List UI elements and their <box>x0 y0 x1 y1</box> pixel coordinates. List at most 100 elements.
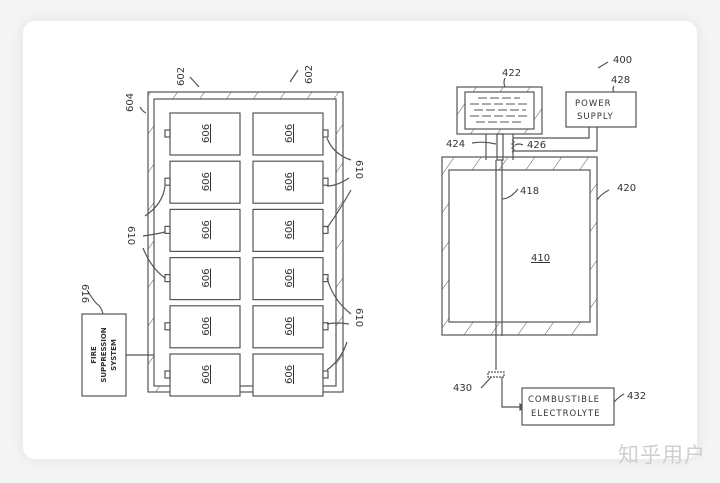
reservoir-inner <box>464 91 535 130</box>
arrow-400 <box>597 61 609 69</box>
power-label-1: POWER <box>575 99 612 109</box>
fire-label-1: FIRE <box>90 346 98 364</box>
cell-terminal <box>164 370 171 379</box>
battery-cell <box>252 160 324 204</box>
cell-label: 606 <box>284 365 295 384</box>
watermark: 知乎用户 <box>618 443 706 467</box>
right-labels: 400 422 428 424 426 418 420 410 430 432 <box>446 55 646 402</box>
power-label-2: SUPPLY <box>577 112 614 122</box>
cell-label: 606 <box>284 317 295 336</box>
cell-terminal <box>322 370 329 379</box>
electrolyte-label-1: COMBUSTIBLE <box>528 395 600 405</box>
cell-label: 606 <box>201 220 212 239</box>
label-602-right: 602 <box>304 65 315 84</box>
cell-terminal <box>164 129 171 138</box>
leader-610-right-e <box>326 322 350 325</box>
leader-610-right-a <box>326 137 352 161</box>
cell-figure <box>441 61 637 426</box>
cell-terminal <box>322 225 329 234</box>
fire-suppression-box <box>81 313 127 397</box>
leader-610-left-c <box>142 247 166 279</box>
fire-label-2: SUPPRESSION <box>100 327 108 382</box>
battery-cell <box>169 305 241 349</box>
box-texts: POWER SUPPLY COMBUSTIBLE ELECTROLYTE <box>528 99 614 419</box>
cell-terminal <box>164 322 171 331</box>
label-610-right-top: 610 <box>353 160 364 179</box>
power-supply-box <box>565 91 637 128</box>
cell-terminal <box>322 129 329 138</box>
fire-system-text: FIRE SUPPRESSION SYSTEM <box>90 327 118 382</box>
battery-cell <box>169 353 241 397</box>
label-432: 432 <box>627 391 646 402</box>
leader-610-right-c <box>326 189 352 229</box>
battery-cell <box>169 160 241 204</box>
label-602-left: 602 <box>176 67 187 86</box>
label-428: 428 <box>611 75 630 86</box>
battery-cell <box>169 208 241 252</box>
label-610-left: 610 <box>125 226 136 245</box>
cell-label: 606 <box>201 317 212 336</box>
label-418: 418 <box>520 186 539 197</box>
arrow-602-left <box>189 76 200 88</box>
label-410: 410 <box>531 253 550 264</box>
outlet-430 <box>487 371 505 378</box>
cell-terminal <box>322 274 329 283</box>
cell-label: 606 <box>284 269 295 288</box>
battery-cell <box>169 257 241 301</box>
electrolyte-box <box>521 387 615 426</box>
label-420: 420 <box>617 183 636 194</box>
battery-pack-figure: 606 606 606 606 606 606 606 606 606 606 606 606 <box>81 69 352 397</box>
cell-terminal <box>164 177 171 186</box>
leader-610-right-f <box>326 341 348 371</box>
label-430: 430 <box>453 383 472 394</box>
leader-428 <box>612 85 615 93</box>
cell-terminal <box>164 225 171 234</box>
cell-label: 606 <box>201 365 212 384</box>
leader-604 <box>139 106 147 114</box>
cell-label: 606 <box>284 220 295 239</box>
cell-terminal <box>322 177 329 186</box>
reservoir-liquid <box>470 97 530 123</box>
battery-cell <box>252 257 324 301</box>
leader-418 <box>501 188 519 200</box>
outlet-line <box>501 377 520 408</box>
left-labels: 604 602 602 616 610 610 610 <box>79 65 364 327</box>
leader-422 <box>503 77 506 88</box>
battery-cell <box>252 305 324 349</box>
leader-420 <box>596 189 610 201</box>
battery-cell <box>169 112 241 156</box>
cell-label: 606 <box>201 172 212 191</box>
heater-426 <box>510 139 515 153</box>
label-424: 424 <box>446 139 465 150</box>
casing-inner <box>448 169 591 323</box>
label-610-right-bottom: 610 <box>353 308 364 327</box>
leader-610-left-b <box>142 231 166 237</box>
cell-grid: 606 606 606 606 606 606 606 606 606 606 606 606 <box>164 112 329 397</box>
cell-label: 606 <box>284 172 295 191</box>
label-616: 616 <box>79 284 90 303</box>
leader-616 <box>86 289 104 315</box>
cell-terminal <box>164 274 171 283</box>
label-426: 426 <box>527 140 546 151</box>
leader-610-right-d <box>326 277 352 315</box>
cell-label: 606 <box>201 269 212 288</box>
label-604: 604 <box>125 93 136 112</box>
leader-424 <box>471 141 497 145</box>
label-400: 400 <box>613 55 632 66</box>
valve-424 <box>496 133 504 161</box>
electrolyte-label-2: ELECTROLYTE <box>531 409 601 419</box>
cell-label: 606 <box>201 124 212 143</box>
leader-432 <box>613 393 625 403</box>
leader-430 <box>480 376 492 389</box>
cell-label: 606 <box>284 124 295 143</box>
leader-610-right-b <box>326 177 350 187</box>
arrow-602-right <box>289 69 299 83</box>
battery-cell <box>252 353 324 397</box>
leader-426 <box>514 143 524 146</box>
cell-terminal <box>322 322 329 331</box>
label-422: 422 <box>502 68 521 79</box>
power-lines <box>513 127 598 152</box>
fire-label-3: SYSTEM <box>110 339 118 371</box>
leader-610-left-a <box>144 185 166 217</box>
